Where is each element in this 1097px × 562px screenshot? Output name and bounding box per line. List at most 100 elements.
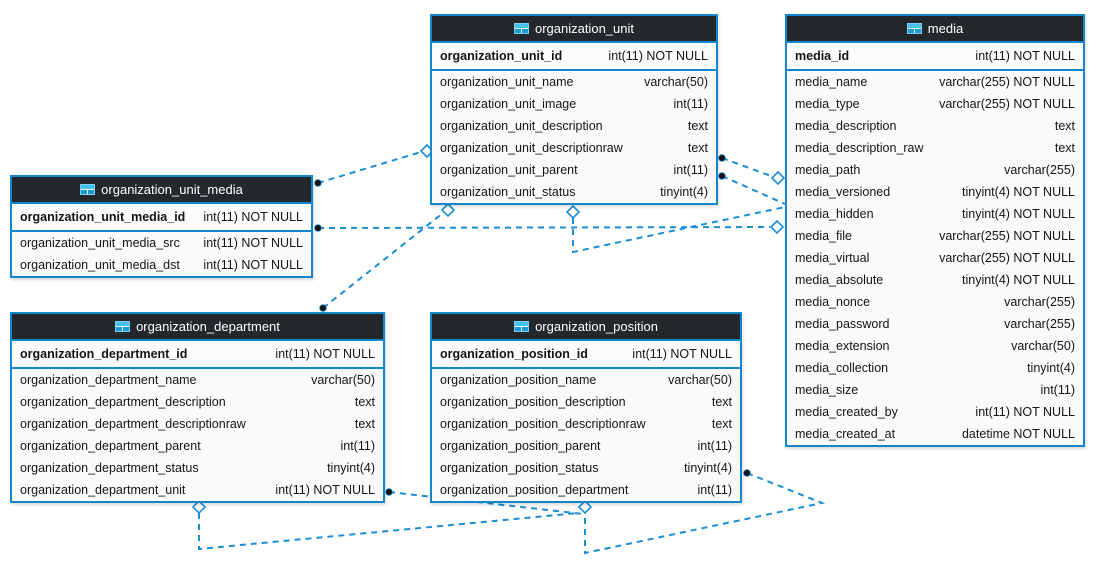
- relationship-unit-media-to-organization-unit[interactable]: [314, 143, 435, 187]
- cardinality-diamond-icon: [770, 170, 786, 186]
- relationship-department-to-position[interactable]: [385, 488, 584, 515]
- field-type: int(11) NOT NULL: [275, 483, 375, 497]
- cardinality-dot-icon: [743, 469, 751, 477]
- field-name: organization_unit_parent: [440, 163, 578, 177]
- field-row: organization_unit_name varchar(50): [432, 71, 716, 93]
- field-name: organization_unit_name: [440, 75, 574, 89]
- field-type: int(11): [697, 483, 732, 497]
- field-name: media_created_by: [795, 405, 898, 419]
- field-row: media_versioned tinyint(4) NOT NULL: [787, 181, 1083, 203]
- field-row: media_created_by int(11) NOT NULL: [787, 401, 1083, 423]
- table-header[interactable]: organization_unit: [432, 16, 716, 43]
- field-name: organization_department_description: [20, 395, 226, 409]
- field-row: organization_department_description text: [12, 391, 383, 413]
- field-type: int(11): [697, 439, 732, 453]
- field-type: int(11): [1040, 383, 1075, 397]
- table-organization_department[interactable]: organization_department organization_dep…: [10, 312, 385, 503]
- cardinality-diamond-icon: [440, 202, 456, 218]
- table-organization_unit[interactable]: organization_unit organization_unit_id i…: [430, 14, 718, 205]
- field-name: media_versioned: [795, 185, 891, 199]
- primary-key-row: organization_unit_media_id int(11) NOT N…: [12, 204, 311, 232]
- field-type: varchar(50): [1011, 339, 1075, 353]
- field-name: organization_position_parent: [440, 439, 601, 453]
- table-organization_position[interactable]: organization_position organization_posit…: [430, 312, 742, 503]
- table-header[interactable]: organization_unit_media: [12, 177, 311, 204]
- field-name: media_virtual: [795, 251, 870, 265]
- field-name: media_description: [795, 119, 897, 133]
- table-icon: [80, 184, 96, 195]
- field-type: varchar(50): [644, 75, 708, 89]
- field-name: organization_department_status: [20, 461, 199, 475]
- field-name: organization_unit_description: [440, 119, 603, 133]
- field-name: media_password: [795, 317, 890, 331]
- field-name: organization_unit_descriptionraw: [440, 141, 623, 155]
- table-media[interactable]: media media_id int(11) NOT NULL media_na…: [785, 14, 1085, 447]
- table-title: organization_unit: [534, 21, 635, 36]
- field-name: media_name: [795, 75, 868, 89]
- field-type: tinyint(4) NOT NULL: [962, 185, 1075, 199]
- field-type: tinyint(4) NOT NULL: [962, 207, 1075, 221]
- field-type: text: [1054, 141, 1075, 155]
- cardinality-dot-icon: [718, 172, 726, 180]
- relationship-department-self-reference[interactable]: [191, 499, 579, 551]
- field-type: int(11) NOT NULL: [975, 405, 1075, 419]
- field-name: media_extension: [795, 339, 890, 353]
- primary-key-type: int(11) NOT NULL: [203, 210, 303, 224]
- table-header[interactable]: media: [787, 16, 1083, 43]
- field-type: tinyint(4): [1027, 361, 1075, 375]
- primary-key-type: int(11) NOT NULL: [608, 49, 708, 63]
- field-name: organization_department_parent: [20, 439, 201, 453]
- field-type: text: [354, 417, 375, 431]
- field-name: organization_position_descriptionraw: [440, 417, 646, 431]
- cardinality-diamond-icon: [191, 499, 207, 515]
- relationship-department-to-organization-unit[interactable]: [319, 202, 456, 312]
- table-organization_unit_media[interactable]: organization_unit_media organization_uni…: [10, 175, 313, 278]
- relationship-organization-unit-bottom-to-media[interactable]: [565, 204, 786, 254]
- field-type: text: [354, 395, 375, 409]
- field-row: organization_position_department int(11): [432, 479, 740, 501]
- field-row: organization_department_parent int(11): [12, 435, 383, 457]
- field-type: text: [687, 119, 708, 133]
- relationship-organization-unit-to-media-lower[interactable]: [718, 172, 786, 205]
- table-title: media: [927, 21, 964, 36]
- relationship-organization-unit-to-media-upper[interactable]: [718, 154, 786, 186]
- relationship-position-self-reference[interactable]: [577, 469, 826, 555]
- field-row: media_name varchar(255) NOT NULL: [787, 71, 1083, 93]
- field-type: varchar(255) NOT NULL: [939, 75, 1075, 89]
- table-header[interactable]: organization_department: [12, 314, 383, 341]
- field-row: organization_department_descriptionraw te…: [12, 413, 383, 435]
- primary-key-row: organization_position_id int(11) NOT NUL…: [432, 341, 740, 369]
- field-name: organization_position_name: [440, 373, 597, 387]
- field-type: datetime NOT NULL: [961, 427, 1075, 441]
- field-type: int(11) NOT NULL: [203, 258, 303, 272]
- field-name: media_type: [795, 97, 860, 111]
- primary-key-type: int(11) NOT NULL: [975, 49, 1075, 63]
- field-name: organization_position_department: [440, 483, 629, 497]
- field-row: organization_unit_description text: [432, 115, 716, 137]
- table-icon: [513, 23, 529, 34]
- field-type: tinyint(4): [684, 461, 732, 475]
- field-type: int(11): [340, 439, 375, 453]
- field-row: organization_position_parent int(11): [432, 435, 740, 457]
- table-title: organization_unit_media: [101, 182, 243, 197]
- table-header[interactable]: organization_position: [432, 314, 740, 341]
- primary-key-row: organization_unit_id int(11) NOT NULL: [432, 43, 716, 71]
- field-type: varchar(255) NOT NULL: [939, 229, 1075, 243]
- cardinality-dot-icon: [314, 224, 322, 232]
- field-name: organization_department_descriptionraw: [20, 417, 246, 431]
- primary-key-type: int(11) NOT NULL: [275, 347, 375, 361]
- field-type: tinyint(4) NOT NULL: [962, 273, 1075, 287]
